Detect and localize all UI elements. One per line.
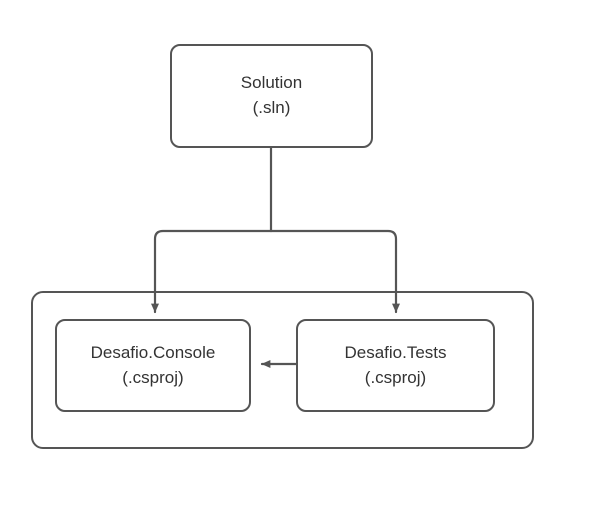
node-desafio-console-extension: (.csproj) [122, 367, 184, 387]
node-desafio-console[interactable]: Desafio.Console (.csproj) [55, 319, 251, 412]
node-desafio-tests-title: Desafio.Tests [344, 342, 447, 362]
node-solution-extension: (.sln) [252, 98, 291, 117]
node-solution[interactable]: Solution (.sln) [170, 44, 373, 148]
projects-group-container [31, 291, 534, 449]
node-desafio-tests[interactable]: Desafio.Tests (.csproj) [296, 319, 495, 412]
node-desafio-console-title: Desafio.Console [90, 342, 216, 362]
node-desafio-tests-extension: (.csproj) [364, 367, 427, 387]
node-solution-title: Solution [240, 73, 303, 93]
